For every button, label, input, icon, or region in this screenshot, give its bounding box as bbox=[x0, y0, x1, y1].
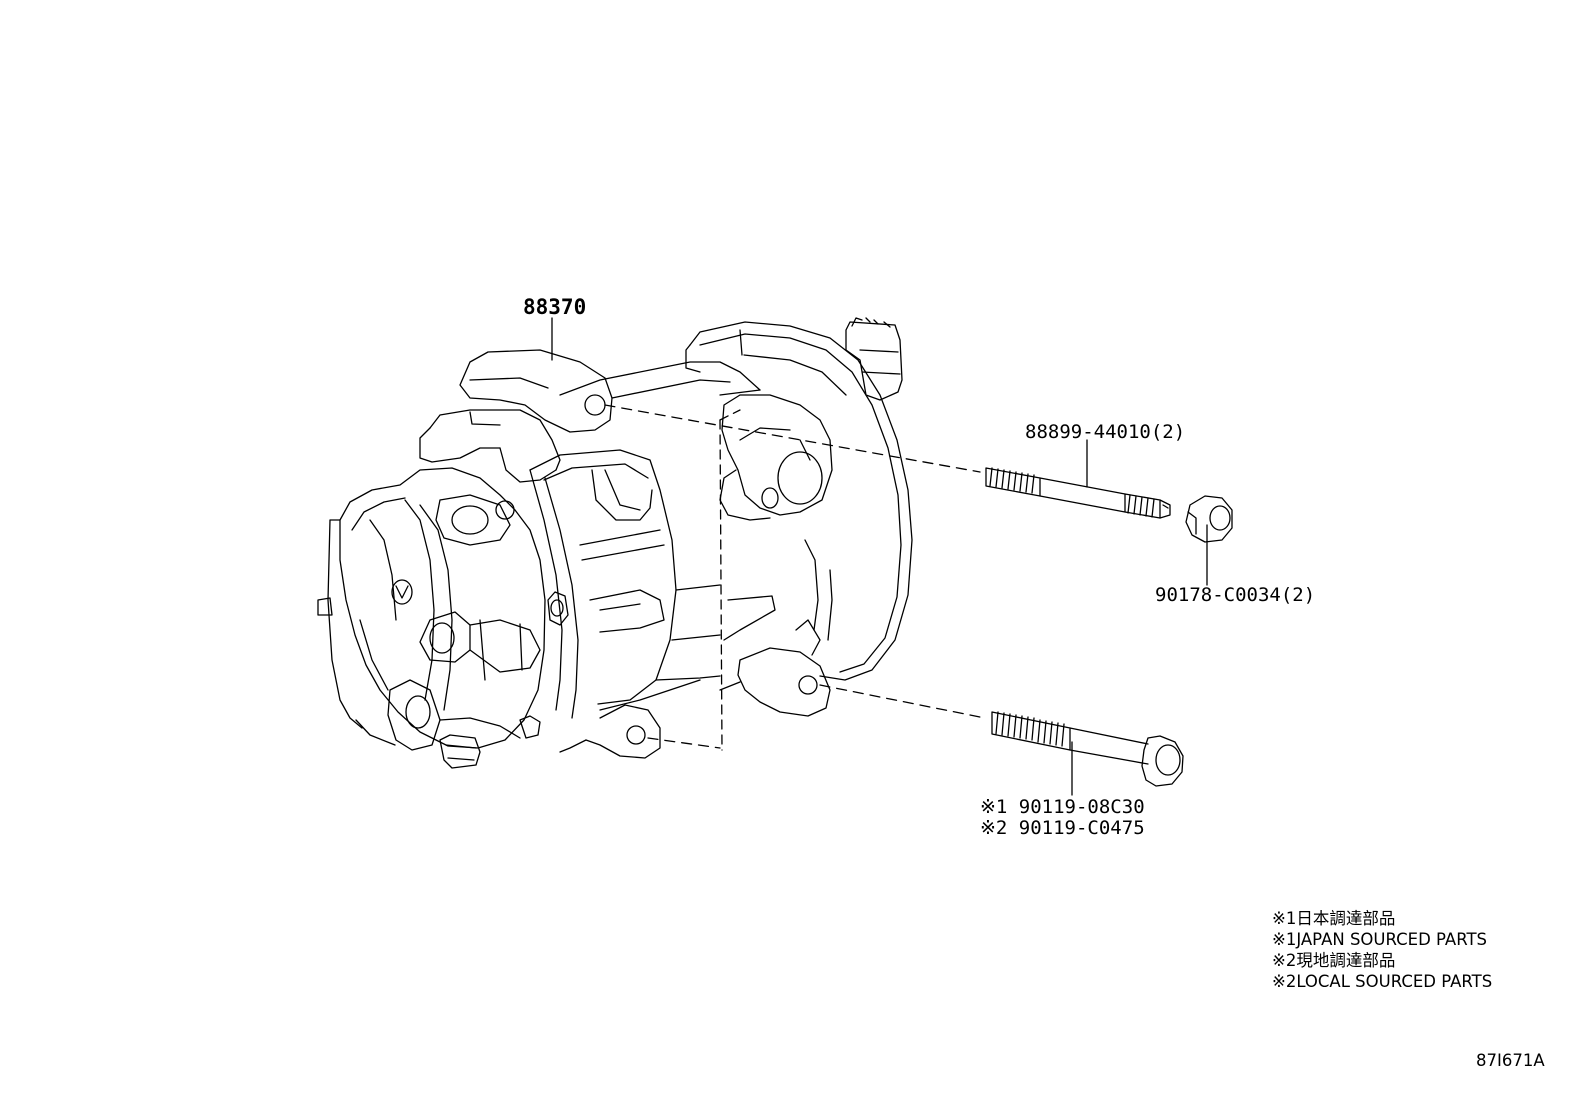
middle-band bbox=[529, 449, 677, 705]
drawing-id: 87I671A bbox=[1476, 1051, 1545, 1070]
part-label-nut[interactable]: 90178-C0034(2) bbox=[1155, 584, 1316, 606]
legend-line-local-jp: ※2現地調達部品 bbox=[1272, 951, 1396, 970]
alignment-guide bbox=[719, 419, 723, 751]
legend-line-japan-en: ※1JAPAN SOURCED PARTS bbox=[1272, 930, 1488, 949]
bottom-sensor bbox=[439, 734, 481, 769]
part-label-bolt-local[interactable]: ※2 90119-C0475 bbox=[980, 817, 1145, 839]
electric-compressor-drawing bbox=[317, 317, 913, 769]
part-label-bolt-japan[interactable]: ※1 90119-08C30 bbox=[980, 796, 1145, 818]
front-housing bbox=[339, 467, 546, 749]
upper-mount-ear bbox=[459, 349, 613, 433]
part-label-compressor[interactable]: 88370 bbox=[523, 295, 587, 319]
part-label-stud-bolt[interactable]: 88899-44010(2) bbox=[1025, 421, 1186, 443]
harness-connector bbox=[845, 321, 903, 401]
legend-line-local-en: ※2LOCAL SOURCED PARTS bbox=[1272, 972, 1493, 991]
upper-right-mount bbox=[721, 394, 833, 516]
compressor-body bbox=[559, 361, 761, 396]
flange-bolt-drawing bbox=[991, 711, 1184, 787]
flange-nut-drawing bbox=[1185, 495, 1233, 543]
logo-emblem bbox=[391, 579, 413, 605]
lower-mount-ear bbox=[585, 704, 661, 759]
rear-housing bbox=[689, 321, 913, 681]
lower-right-mount bbox=[737, 647, 831, 717]
sourcing-legend: ※1日本調達部品 ※1JAPAN SOURCED PARTS ※2現地調達部品 … bbox=[1272, 908, 1492, 992]
stud-bolt-drawing bbox=[985, 467, 1171, 519]
legend-line-japan-jp: ※1日本調達部品 bbox=[1272, 909, 1396, 928]
